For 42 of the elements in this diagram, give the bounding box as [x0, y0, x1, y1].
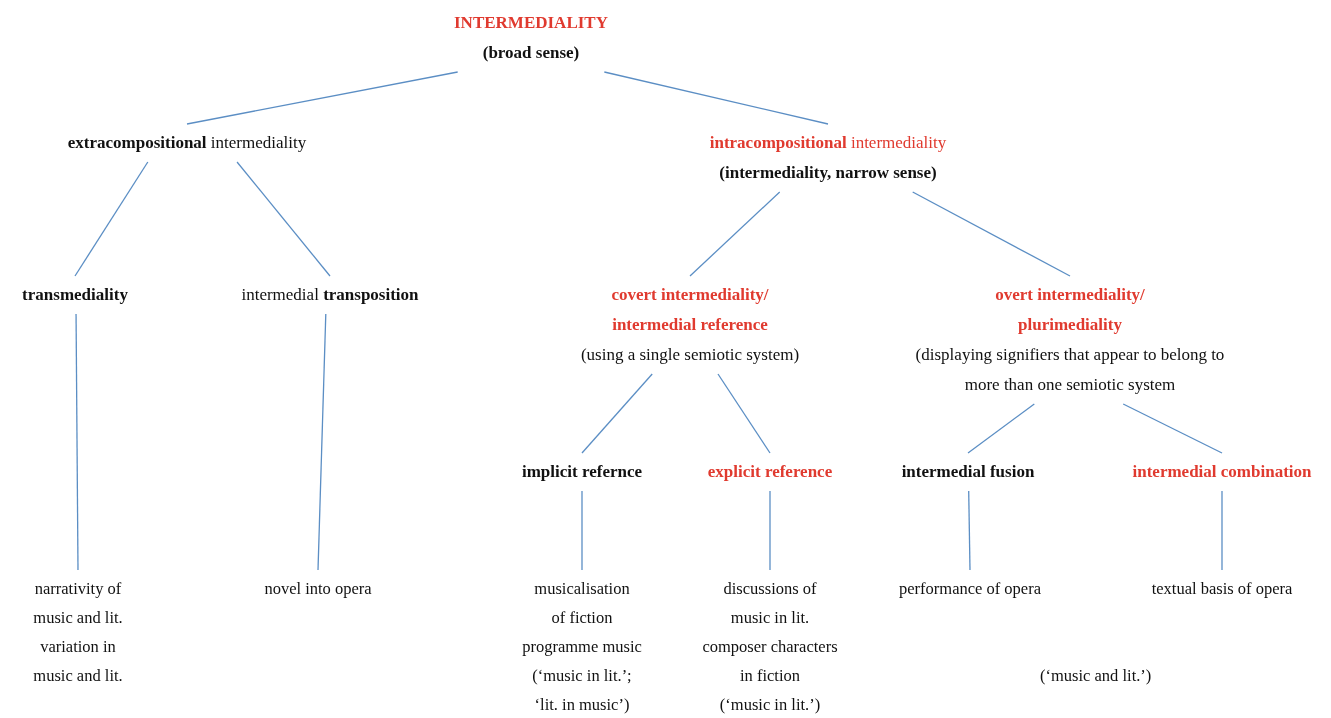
node-label: (intermediality, narrow sense) [718, 162, 938, 184]
node-label: programme music [521, 636, 643, 658]
node-label: (‘music in lit.’) [718, 694, 822, 716]
node-label: composer characters in fiction [701, 636, 839, 687]
node-label: implicit refernce [520, 461, 643, 483]
node-heading: covert intermediality/ intermedial reference [610, 284, 770, 336]
connector-line [967, 403, 1035, 454]
node-heading: INTERMEDIALITY [453, 12, 609, 34]
connector-line [968, 490, 971, 571]
connector-line [581, 490, 583, 571]
node-label: performance of opera [898, 578, 1042, 600]
connector-line [689, 191, 781, 277]
connector-line [74, 161, 149, 277]
node-heading: discussions of music in lit. [722, 578, 818, 629]
node-label: intermedial transposition [240, 284, 420, 306]
node-label: extracompositional intermediality [66, 132, 308, 154]
node-label: novel into opera [263, 578, 373, 600]
node-heading: narrativity of music and lit. [32, 578, 124, 629]
node-label: intermedial fusion [900, 461, 1036, 483]
node-label: (displaying signifiers that appear to belong to more than one semiotic system [914, 344, 1226, 396]
connector-line [186, 71, 459, 125]
node-label: (using a single semiotic system) [579, 344, 801, 366]
node-label: explicit reference [706, 461, 834, 483]
node-label: (‘music in lit.’; ‘lit. in music’) [531, 665, 633, 716]
node-label: intermedial combination [1131, 461, 1313, 483]
connector-line [1221, 490, 1223, 571]
connector-line [769, 490, 771, 571]
node-label: textual basis of opera [1150, 578, 1294, 600]
node-label: variation in music and lit. [32, 636, 124, 687]
connector-line [236, 161, 331, 277]
note-label: (‘music and lit.’) [1040, 665, 1152, 687]
node-label: transmediality [21, 284, 129, 306]
connector-line [717, 373, 771, 454]
connector-line [75, 313, 79, 571]
node-heading: intracompositional intermediality [708, 132, 948, 154]
connector-line [912, 191, 1071, 277]
node-heading: overt intermediality/ plurimediality [994, 284, 1146, 336]
connector-line [317, 313, 327, 571]
connector-line [581, 373, 653, 454]
connector-line [603, 71, 829, 125]
node-label: (broad sense) [481, 42, 581, 64]
connector-line [1122, 403, 1223, 454]
